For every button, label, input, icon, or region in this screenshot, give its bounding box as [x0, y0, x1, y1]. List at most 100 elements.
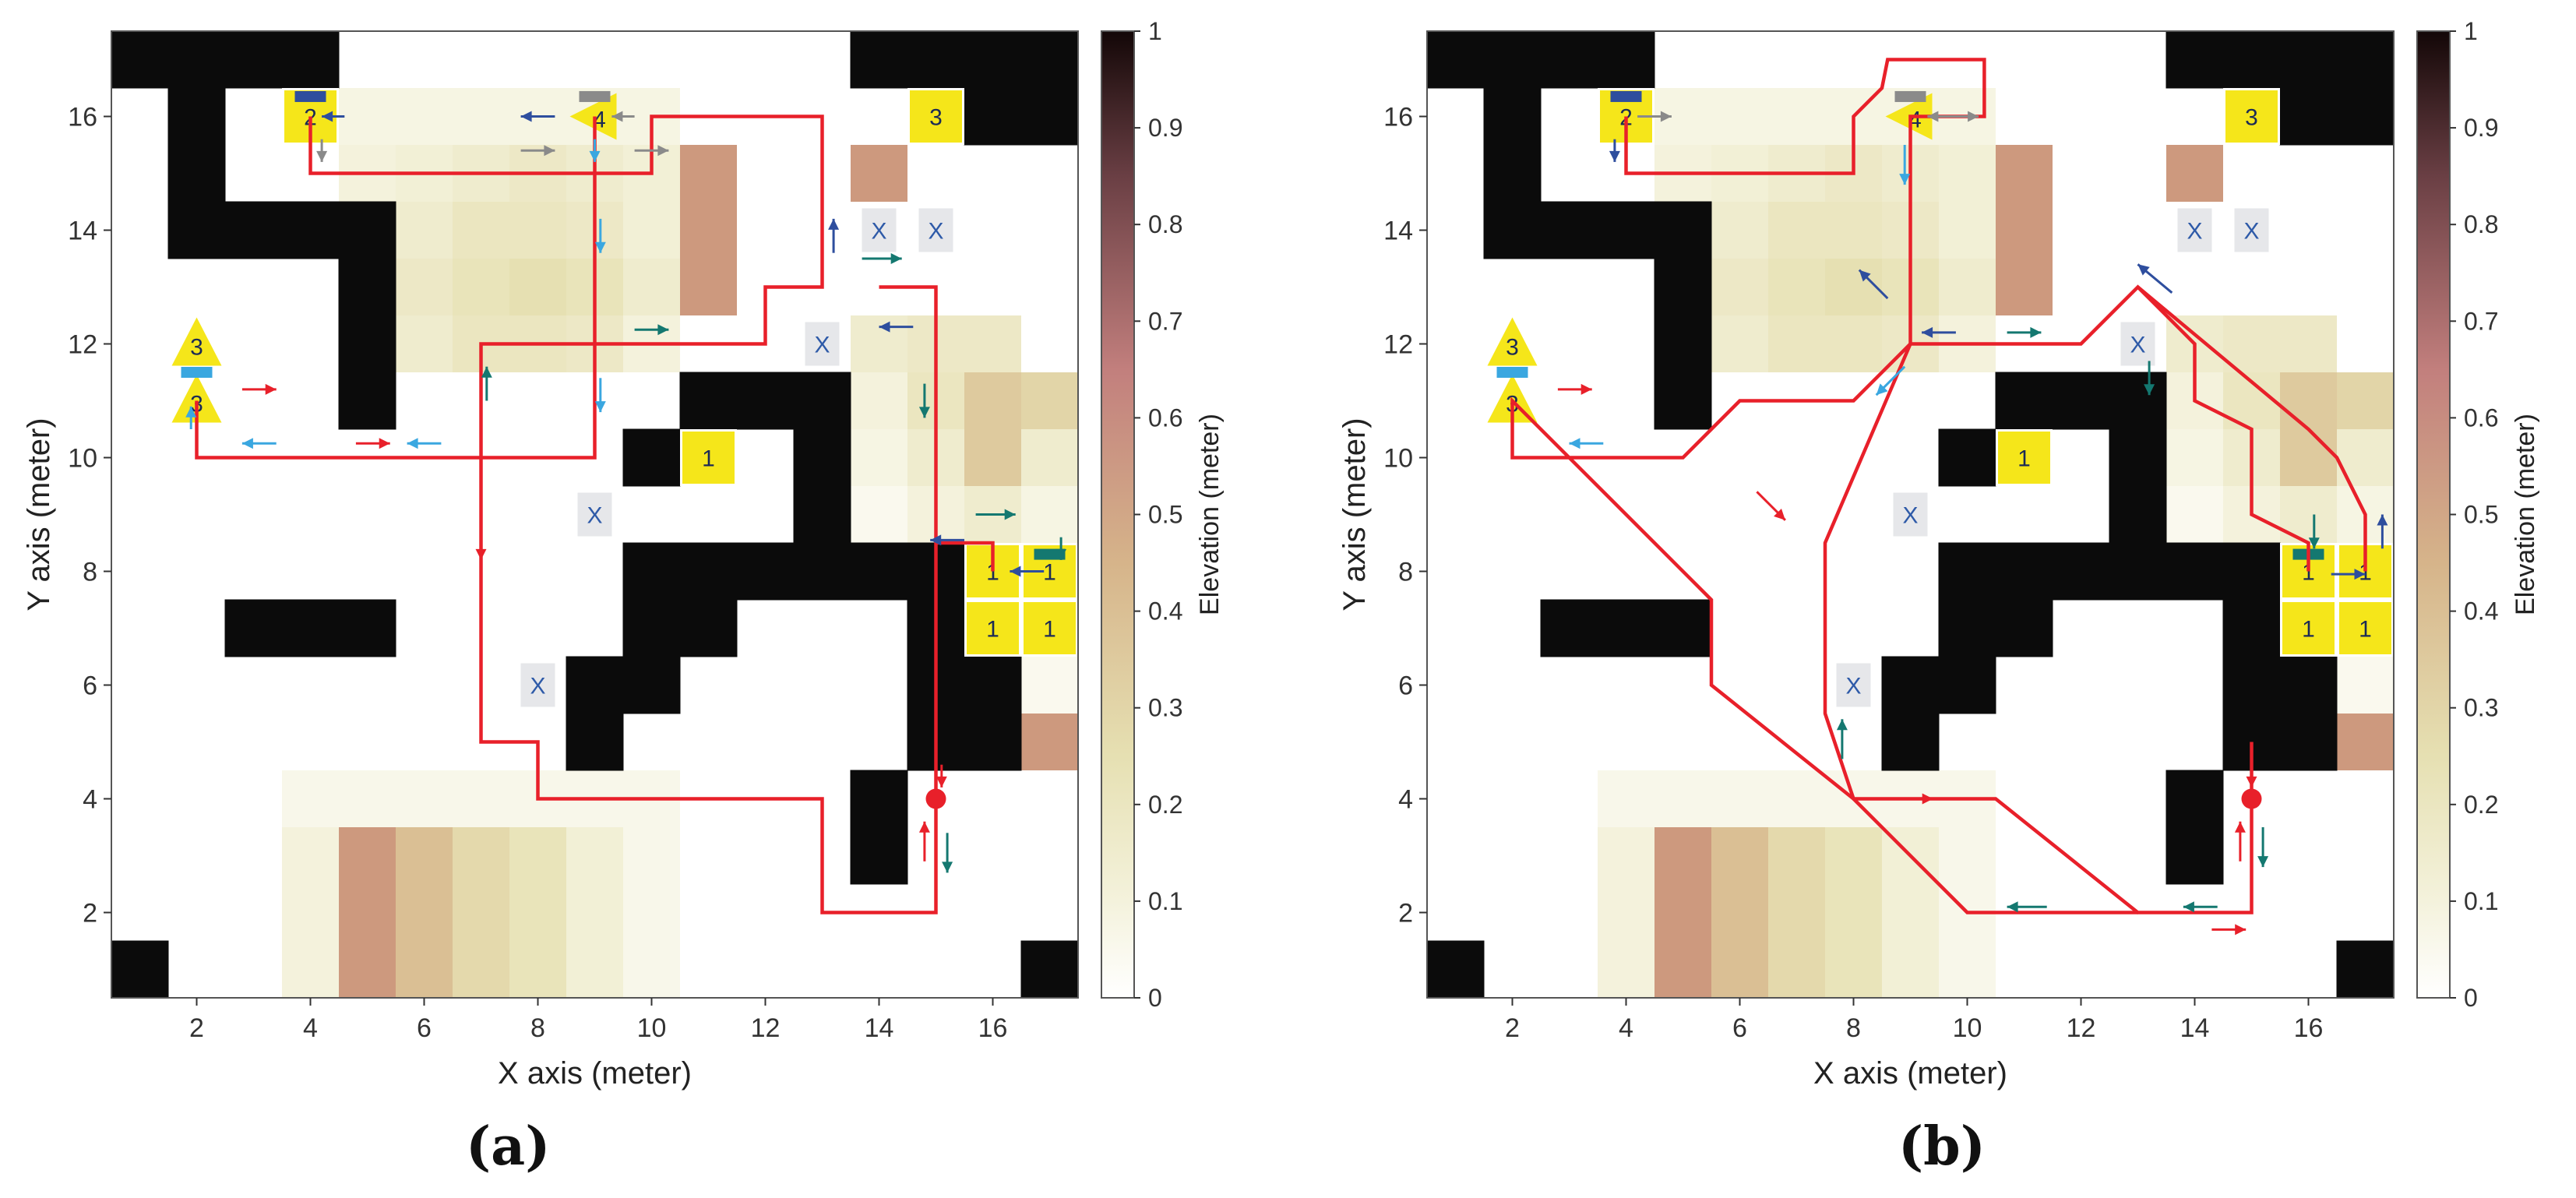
elevation-cell	[396, 941, 453, 998]
obstacle-cell	[1540, 201, 1598, 259]
elevation-cell	[1654, 884, 1711, 941]
obstacle-cell	[2279, 30, 2338, 89]
colorbar-tick-label: 0.9	[1148, 114, 1182, 142]
obstacle-cell	[1995, 542, 2053, 601]
colorbar-tick-label: 0.4	[2464, 597, 2498, 625]
elevation-cell	[851, 145, 907, 202]
colorbar-tick-label: 0.2	[2464, 791, 2498, 819]
elevation-cell	[1711, 827, 1768, 884]
y-tick-label: 10	[1383, 444, 1413, 474]
x-marker-box	[520, 663, 555, 707]
obstacle-cell	[111, 30, 169, 89]
x-tick-label: 2	[189, 1013, 204, 1043]
agent-triangle	[1487, 317, 1538, 366]
target-label: 1	[2302, 560, 2315, 586]
y-tick-label: 16	[68, 103, 97, 132]
obstacle-cell	[679, 542, 738, 601]
colorbar-label: Elevation (meter)	[1195, 414, 1225, 615]
arrow-head	[942, 862, 953, 873]
target-cell	[2280, 600, 2337, 657]
elevation-cell	[1768, 88, 1825, 145]
elevation-cell	[1939, 145, 1996, 202]
elevation-cell	[851, 372, 907, 429]
arrow-head	[2354, 569, 2366, 580]
obstacle-cell	[1597, 30, 1655, 89]
robot-start	[2241, 788, 2262, 809]
x-marker-label: X	[2187, 219, 2202, 245]
x-tick-label: 8	[1846, 1013, 1861, 1043]
obstacle-cell	[679, 372, 738, 430]
obstacle-cell	[1540, 599, 1598, 657]
arrow-head	[657, 324, 669, 336]
elevation-cell	[1768, 827, 1825, 884]
arrow-head	[657, 145, 669, 157]
y-tick-label: 4	[1398, 785, 1413, 815]
arrow-head	[1055, 548, 1067, 560]
elevation-cell	[509, 259, 566, 315]
robot-marker	[1496, 367, 1528, 378]
obstacle-cell	[1995, 599, 2053, 657]
colorbar-tick-label: 0.5	[2464, 501, 2498, 529]
target-cell	[964, 600, 1021, 657]
elevation-cell	[1939, 941, 1996, 998]
arrow-head	[2137, 264, 2150, 276]
target-cell	[2223, 88, 2280, 145]
route-path	[1624, 58, 2310, 572]
elevation-cell	[396, 827, 453, 884]
arrow-head	[2144, 384, 2155, 396]
elevation-cell	[2166, 429, 2223, 486]
elevation-cell	[1021, 429, 1078, 486]
elevation-cell	[2337, 372, 2394, 429]
colorbar-tick-label: 0.1	[2464, 887, 2498, 915]
colorbar-tick-label: 0.6	[2464, 403, 2498, 432]
y-tick-label: 10	[68, 444, 97, 474]
elevation-cell	[1021, 657, 1078, 714]
elevation-cell	[1711, 315, 1768, 372]
x-tick-label: 12	[2067, 1013, 2096, 1043]
elevation-cell	[2280, 429, 2337, 486]
obstacle-cell	[1020, 87, 1079, 146]
elevation-cell	[2337, 657, 2394, 714]
obstacle-cell	[167, 87, 226, 146]
elevation-cell	[396, 202, 453, 259]
obstacle-cell	[1426, 30, 1485, 89]
elevation-cell	[282, 884, 339, 941]
obstacle-cell	[1483, 30, 1542, 89]
obstacle-cell	[2109, 485, 2167, 544]
elevation-cell	[1825, 202, 1882, 259]
elevation-cell	[453, 884, 509, 941]
elevation-cell	[339, 88, 396, 145]
obstacle-cell	[338, 201, 396, 259]
target-label: 1	[1043, 560, 1056, 586]
elevation-cell	[566, 941, 623, 998]
obstacle-cell	[2165, 826, 2224, 885]
arrow-head	[2308, 537, 2320, 549]
arrow-head	[1569, 438, 1580, 449]
target-label: 1	[2359, 560, 2372, 586]
obstacle-cell	[1654, 599, 1712, 657]
obstacle-cell	[2165, 770, 2224, 828]
obstacle-cell	[2165, 30, 2224, 89]
elevation-cell	[509, 941, 566, 998]
robot-marker	[181, 367, 213, 378]
target-label: 1	[986, 617, 999, 643]
obstacle-cell	[2279, 656, 2338, 714]
agent-label: 3	[1506, 335, 1519, 361]
obstacle-cell	[167, 201, 226, 259]
arrow-head	[379, 438, 390, 449]
elevation-cell	[1825, 259, 1882, 315]
obstacle-cell	[736, 542, 795, 601]
obstacle-cell	[281, 201, 340, 259]
arrow-head	[407, 438, 418, 449]
arrow-head	[594, 241, 606, 253]
target-cell	[1996, 429, 2053, 486]
obstacle-cell	[964, 713, 1022, 771]
y-tick-label: 2	[1398, 899, 1413, 928]
colorbar	[1101, 30, 1135, 999]
x-tick-label: 14	[865, 1013, 894, 1043]
obstacle-cell	[281, 599, 340, 657]
obstacle-cell	[736, 372, 795, 430]
elevation-cell	[2337, 714, 2394, 770]
x-marker-label: X	[587, 503, 602, 529]
